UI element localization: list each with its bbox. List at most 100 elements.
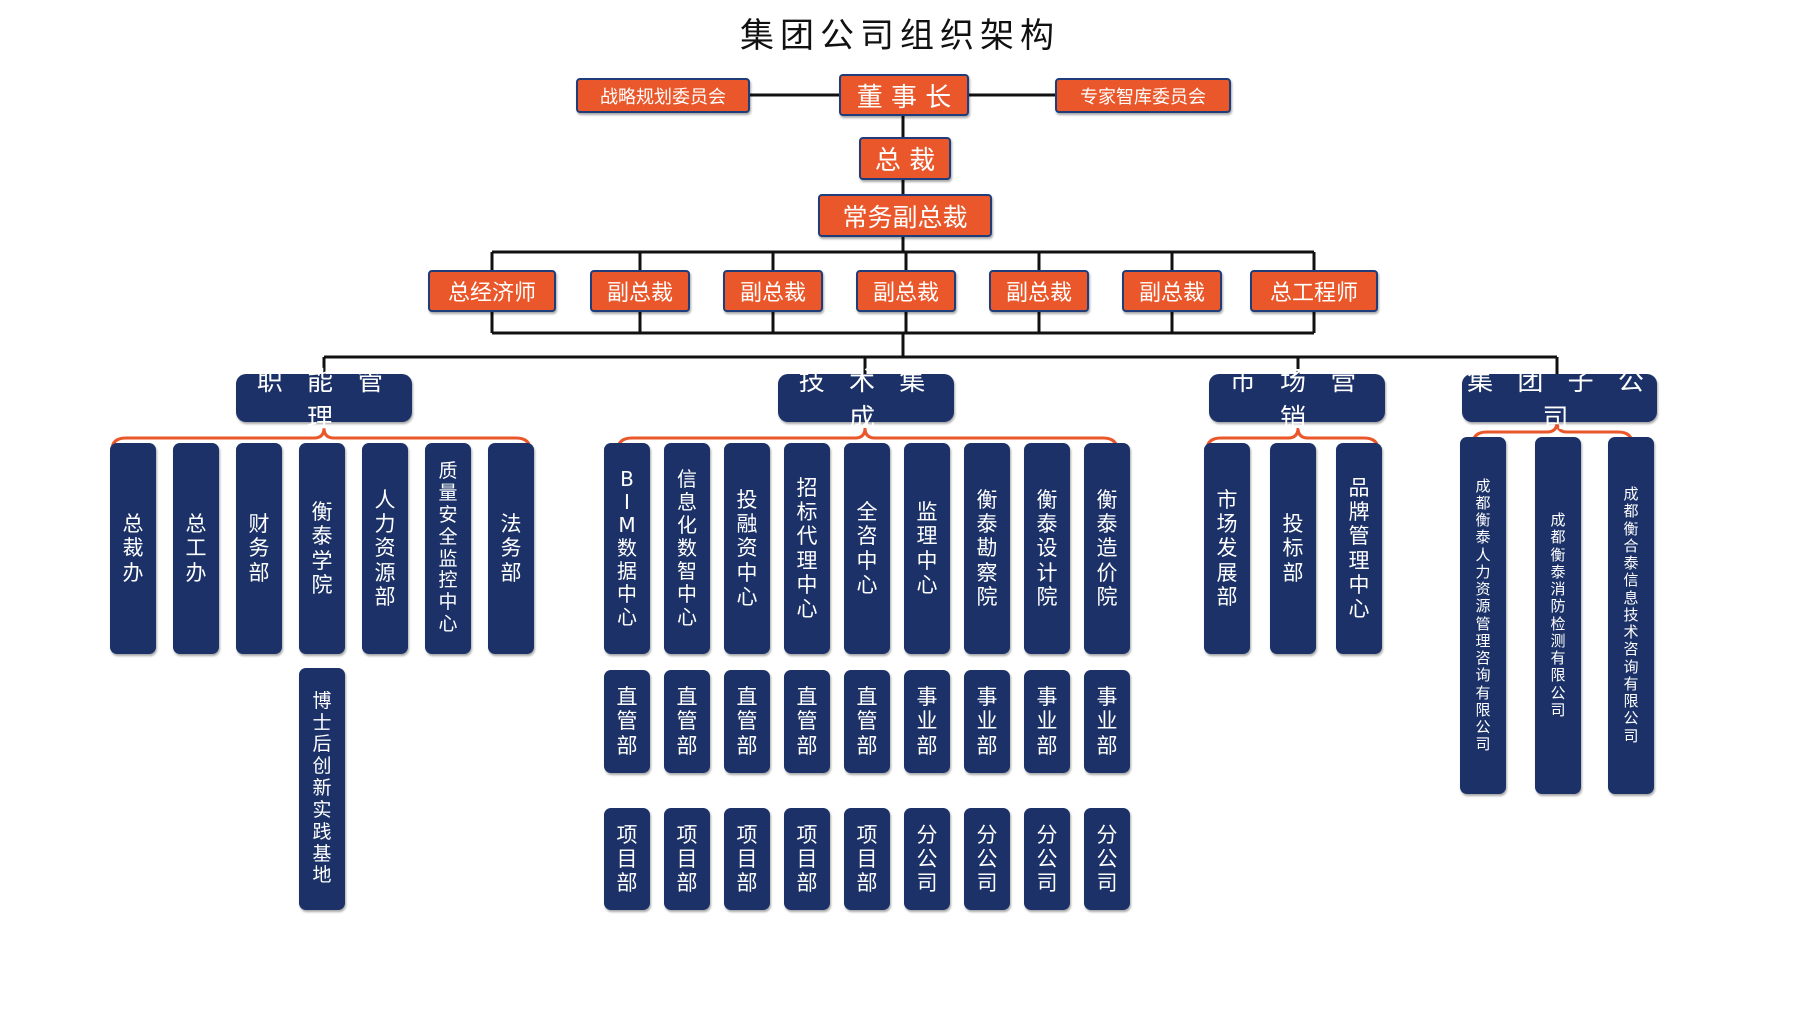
group-header-3-label: 集 团 子 公 司 — [1467, 367, 1652, 434]
unit-box-1-1-label: 信息化数智中心 — [677, 467, 697, 629]
sub-box-1-8-0-label: 事业部 — [1096, 685, 1118, 758]
unit-box-1-1: 信息化数智中心 — [664, 443, 710, 654]
unit-box-0-6-label: 法务部 — [500, 512, 522, 585]
unit-box-0-0-label: 总裁办 — [122, 512, 144, 585]
group-header-2-label: 市 场 营 销 — [1229, 367, 1365, 434]
unit-box-0-1: 总工办 — [173, 443, 219, 654]
sub-box-1-4-1: 项目部 — [844, 808, 890, 910]
vp-box-4: 副总裁 — [989, 270, 1089, 312]
expert-committee-box: 专家智库委员会 — [1055, 78, 1231, 113]
unit-box-0-0: 总裁办 — [110, 443, 156, 654]
unit-box-2-1-label: 投标部 — [1282, 512, 1304, 585]
unit-box-0-1-label: 总工办 — [185, 512, 207, 585]
sub-box-1-6-1: 分公司 — [964, 808, 1010, 910]
unit-box-1-2: 投融资中心 — [724, 443, 770, 654]
unit-box-1-7-label: 衡泰设计院 — [1036, 488, 1058, 609]
sub-box-1-1-1-label: 项目部 — [676, 822, 698, 896]
unit-box-0-6: 法务部 — [488, 443, 534, 654]
sub-box-1-3-1-label: 项目部 — [796, 822, 818, 896]
unit-box-1-8-label: 衡泰造价院 — [1096, 488, 1118, 609]
unit-box-0-4-label: 人力资源部 — [374, 488, 396, 609]
unit-box-2-2: 品牌管理中心 — [1336, 443, 1382, 654]
vp-box-0-label: 总经济师 — [447, 281, 536, 306]
sub-box-1-8-0: 事业部 — [1084, 670, 1130, 773]
sub-box-1-0-0-label: 直管部 — [616, 685, 638, 758]
vp-box-1: 副总裁 — [590, 270, 690, 312]
group-header-1: 技 术 集 成 — [778, 367, 954, 434]
vp-box-4-label: 副总裁 — [1005, 281, 1072, 306]
sub-box-1-1-0-label: 直管部 — [676, 685, 698, 758]
unit-box-1-5: 监理中心 — [904, 443, 950, 654]
sub-box-1-7-1-label: 分公司 — [1036, 822, 1058, 896]
vp-box-6: 总工程师 — [1250, 270, 1378, 312]
unit-box-3-1-label: 成都衡泰消防检测有限公司 — [1550, 511, 1566, 719]
unit-box-2-1: 投标部 — [1270, 443, 1316, 654]
strategy-committee-box: 战略规划委员会 — [576, 78, 750, 113]
vp-box-3: 副总裁 — [856, 270, 956, 312]
group-bracket-2 — [1205, 427, 1380, 451]
sub-box-1-6-0-label: 事业部 — [976, 685, 998, 758]
group-header-0-label: 职 能 管 理 — [256, 367, 392, 434]
expert-committee-box-label: 专家智库委员会 — [1080, 86, 1206, 108]
group-header-0: 职 能 管 理 — [236, 367, 412, 434]
unit-box-3-0: 成都衡泰人力资源管理咨询有限公司 — [1460, 437, 1506, 794]
sub-box-1-5-1-label: 分公司 — [916, 822, 938, 896]
unit-box-0-2-label: 财务部 — [248, 512, 270, 585]
sub-box-1-6-0: 事业部 — [964, 670, 1010, 773]
unit-box-0-5: 质量安全监控中心 — [425, 443, 471, 654]
unit-box-1-2-label: 投融资中心 — [736, 488, 758, 609]
group-bracket-1 — [616, 427, 1119, 451]
sub-box-1-1-0: 直管部 — [664, 670, 710, 773]
unit-box-1-4-label: 全咨中心 — [856, 500, 878, 597]
vp-box-5-label: 副总裁 — [1138, 281, 1205, 306]
unit-box-2-0-label: 市场发展部 — [1216, 488, 1238, 609]
unit-box-1-4: 全咨中心 — [844, 443, 890, 654]
vp-box-2-label: 副总裁 — [739, 281, 806, 306]
sub-box-1-0-1: 项目部 — [604, 808, 650, 910]
unit-box-0-4: 人力资源部 — [362, 443, 408, 654]
unit-box-1-6-label: 衡泰勘察院 — [976, 488, 998, 609]
sub-box-1-3-0: 直管部 — [784, 670, 830, 773]
unit-box-1-3: 招标代理中心 — [784, 443, 830, 654]
sub-box-1-2-1-label: 项目部 — [736, 822, 758, 896]
president-box-label: 总 裁 — [874, 146, 936, 176]
unit-box-0-5-label: 质量安全监控中心 — [438, 460, 458, 636]
sub-box-1-5-0: 事业部 — [904, 670, 950, 773]
sub-box-1-8-1-label: 分公司 — [1096, 822, 1118, 896]
unit-box-0-3: 衡泰学院 — [299, 443, 345, 654]
chairman-box: 董 事 长 — [839, 74, 969, 116]
group-header-1-label: 技 术 集 成 — [798, 367, 934, 434]
sub-box-1-5-1: 分公司 — [904, 808, 950, 910]
sub-box-1-7-0-label: 事业部 — [1036, 685, 1058, 758]
unit-box-1-7: 衡泰设计院 — [1024, 443, 1070, 654]
sub-box-1-7-0: 事业部 — [1024, 670, 1070, 773]
vp-box-5: 副总裁 — [1122, 270, 1222, 312]
vp-box-3-label: 副总裁 — [872, 281, 939, 306]
unit-box-3-0-label: 成都衡泰人力资源管理咨询有限公司 — [1475, 476, 1491, 754]
unit-box-1-5-label: 监理中心 — [916, 500, 938, 597]
chairman-box-label: 董 事 长 — [856, 82, 952, 113]
sub-box-1-0-0: 直管部 — [604, 670, 650, 773]
sub-box-1-8-1: 分公司 — [1084, 808, 1130, 910]
sub-box-1-2-1: 项目部 — [724, 808, 770, 910]
page-title: 集团公司组织架构 — [740, 16, 1060, 56]
strategy-committee-box-label: 战略规划委员会 — [600, 86, 726, 108]
group-header-2: 市 场 营 销 — [1209, 367, 1385, 434]
group-header-3: 集 团 子 公 司 — [1462, 367, 1657, 434]
sub-box-1-2-0: 直管部 — [724, 670, 770, 773]
unit-box-1-3-label: 招标代理中心 — [796, 476, 818, 621]
unit-box-1-6: 衡泰勘察院 — [964, 443, 1010, 654]
sub-box-1-4-0: 直管部 — [844, 670, 890, 773]
unit-box-3-2-label: 成都衡合泰信息技术咨询有限公司 — [1623, 485, 1639, 745]
sub-box-1-0-1-label: 项目部 — [616, 822, 638, 896]
vp-box-6-label: 总工程师 — [1269, 281, 1358, 306]
sub-box-1-3-1: 项目部 — [784, 808, 830, 910]
president-box: 总 裁 — [859, 137, 951, 180]
executive-vp-box: 常务副总裁 — [818, 194, 992, 237]
vp-box-2: 副总裁 — [723, 270, 823, 312]
sub-box-1-4-0-label: 直管部 — [856, 685, 878, 758]
sub-box-1-6-1-label: 分公司 — [976, 822, 998, 896]
sub-box-0-3-0: 博士后创新实践基地 — [299, 668, 345, 910]
